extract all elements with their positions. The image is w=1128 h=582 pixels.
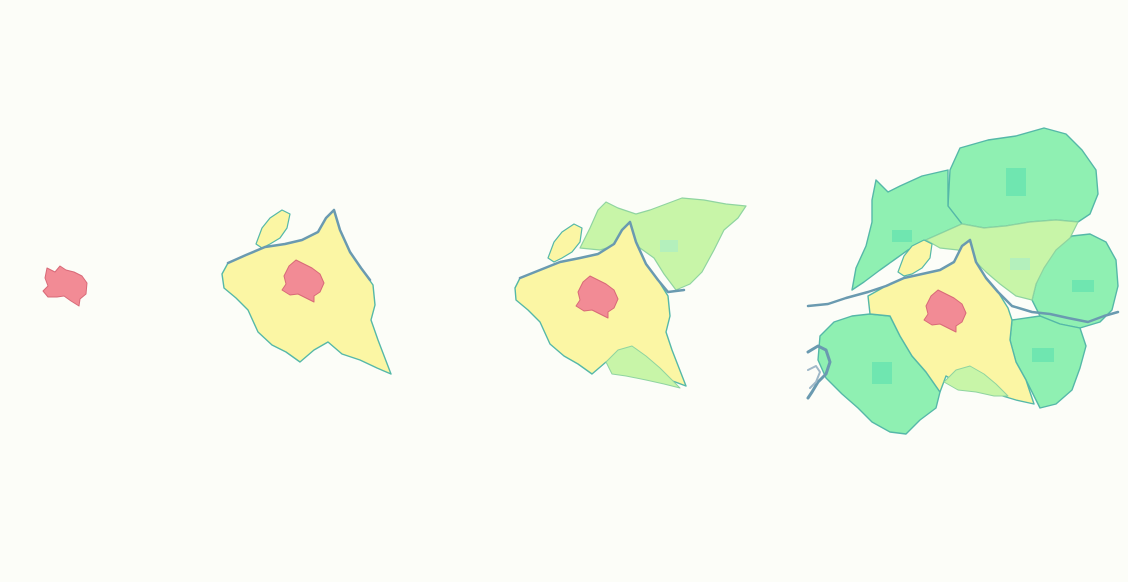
district-marker-square-icon <box>1032 348 1054 362</box>
ring1-region-north <box>547 223 583 263</box>
district-marker-square-icon <box>892 230 912 242</box>
district-marker-square-icon <box>1006 168 1026 196</box>
core-region <box>281 259 325 303</box>
river-west-bank <box>807 365 821 389</box>
river-west <box>806 344 832 400</box>
core-region <box>923 289 967 333</box>
river <box>518 220 686 294</box>
river <box>806 238 1120 324</box>
map-panel-stage-2 <box>221 208 392 375</box>
district-marker-square-icon <box>872 362 892 384</box>
ring2-region-south <box>943 365 1009 397</box>
core-region <box>575 275 619 319</box>
district-marker-square-icon <box>1010 258 1030 270</box>
ring1-region-north <box>255 209 291 249</box>
ring2-region-south <box>605 345 681 389</box>
river <box>226 208 372 282</box>
core-region <box>42 265 88 307</box>
map-panel-stage-4 <box>806 127 1120 435</box>
ring1-region-north <box>897 239 933 277</box>
district-marker-square-icon <box>660 240 678 252</box>
map-panel-stage-3 <box>514 197 747 389</box>
district-marker-square-icon <box>1072 280 1094 292</box>
map-panel-stage-1 <box>42 265 88 307</box>
